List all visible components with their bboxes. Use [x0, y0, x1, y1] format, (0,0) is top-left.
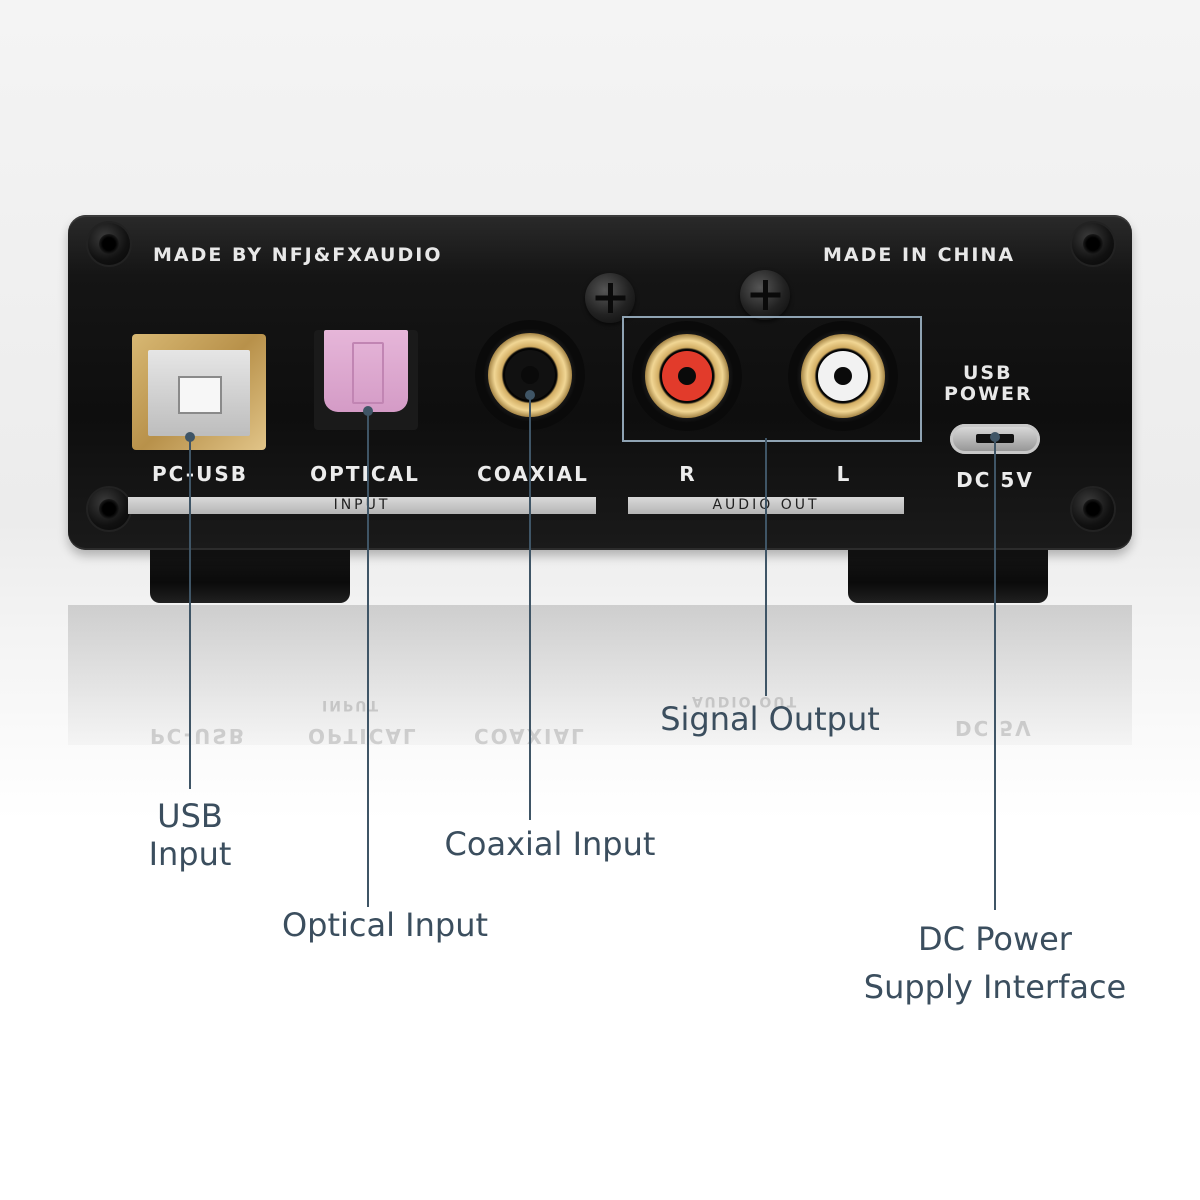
- rca-right-jack[interactable]: [632, 321, 742, 431]
- optical-callout-line: [367, 411, 369, 907]
- optical-dust-cap: [324, 330, 408, 412]
- usb-power-label-line2: POWER: [944, 383, 1033, 405]
- jack-screw-left: [585, 273, 635, 323]
- reflection-optical: OPTICAL: [308, 724, 418, 748]
- optical-input-callout: Optical Input: [281, 906, 489, 944]
- audio-out-highlight-frame: [622, 316, 922, 442]
- usb-callout-line: [189, 437, 191, 789]
- usb-input-callout: USB Input: [110, 797, 270, 873]
- dc-power-callout: DC Power Supply Interface: [840, 920, 1150, 1006]
- origin-text: MADE IN CHINA: [823, 244, 1016, 266]
- usb-input-callout-line1: USB: [157, 797, 223, 835]
- input-group-bar: INPUT: [128, 497, 596, 514]
- rca-right-pin-hole: [678, 367, 696, 385]
- corner-screw-bl: [88, 488, 130, 530]
- reflection-input: INPUT: [322, 697, 381, 713]
- corner-screw-br: [1072, 488, 1114, 530]
- corner-screw-tr: [1072, 223, 1114, 265]
- rca-left-pin-hole: [834, 367, 852, 385]
- dc-callout-line: [994, 437, 996, 910]
- dc-5v-label: DC 5V: [956, 468, 1034, 492]
- maker-text: MADE BY NFJ&FXAUDIO: [153, 244, 443, 266]
- usb-b-housing: [148, 350, 250, 436]
- dc-power-callout-line2: Supply Interface: [863, 968, 1127, 1006]
- reflection-pc-usb: PC-USB: [150, 724, 246, 748]
- usb-power-label-line1: USB: [963, 362, 1013, 384]
- left-channel-label: L: [836, 462, 852, 486]
- optical-label: OPTICAL: [310, 462, 420, 486]
- optical-port[interactable]: [314, 330, 418, 430]
- rca-left-jack[interactable]: [788, 321, 898, 431]
- jack-screw-right: [740, 270, 790, 320]
- usb-b-port[interactable]: [132, 334, 266, 450]
- pc-usb-label: PC-USB: [152, 462, 248, 486]
- usb-input-callout-line2: Input: [148, 835, 232, 873]
- usb-b-core: [180, 378, 220, 412]
- signal-output-callout: Signal Output: [660, 700, 880, 738]
- coaxial-label: COAXIAL: [477, 462, 589, 486]
- coaxial-callout-line: [529, 395, 531, 820]
- signal-callout-line: [765, 438, 767, 696]
- right-channel-label: R: [679, 462, 697, 486]
- coaxial-input-callout: Coaxial Input: [444, 825, 656, 863]
- dc-power-callout-line1: DC Power: [918, 920, 1072, 958]
- table-reflection: [68, 605, 1132, 745]
- coaxial-pin-hole: [521, 366, 539, 384]
- corner-screw-tl: [88, 223, 130, 265]
